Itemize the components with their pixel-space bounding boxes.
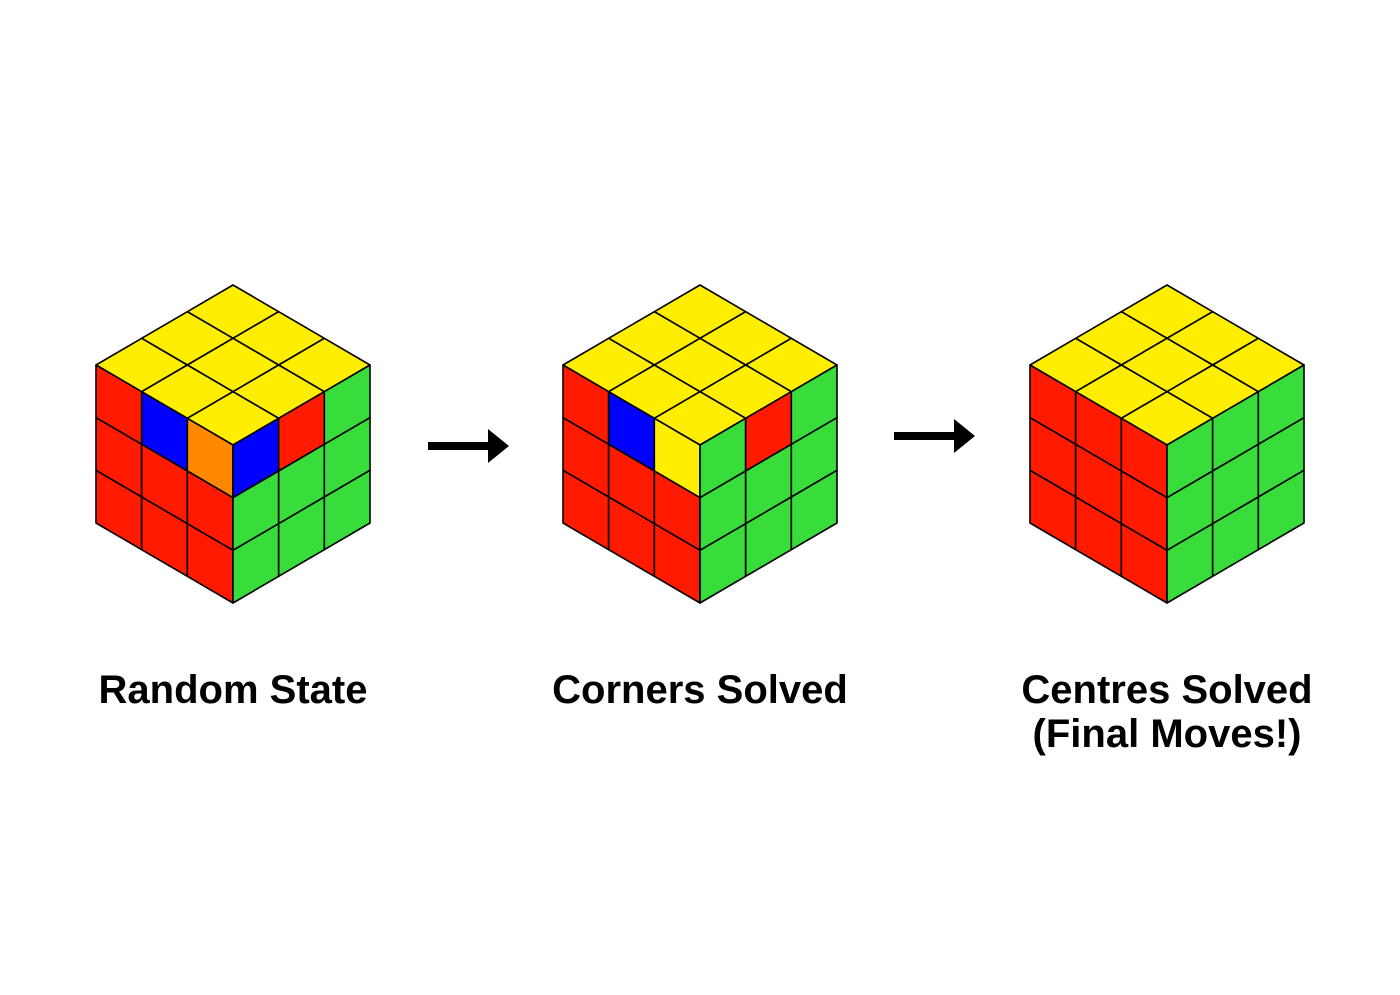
sticker-right <box>323 469 371 551</box>
cube-random-state <box>95 284 371 604</box>
sticker-right <box>1257 469 1305 551</box>
caption-corners-solved: Corners Solved <box>500 668 900 712</box>
cube-corners-solved <box>562 284 838 604</box>
cube-centres-solved <box>1029 284 1305 604</box>
caption-line: (Final Moves!) <box>1032 712 1302 756</box>
caption-line: Centres Solved <box>1021 668 1313 712</box>
caption-line: Corners Solved <box>552 668 848 712</box>
right-arrow-icon <box>428 429 509 463</box>
caption-line: Random State <box>98 668 368 712</box>
sticker-right <box>790 469 838 551</box>
right-arrow-icon <box>894 419 975 453</box>
caption-centres-solved: Centres Solved (Final Moves!) <box>967 668 1367 756</box>
caption-random-state: Random State <box>33 668 433 712</box>
